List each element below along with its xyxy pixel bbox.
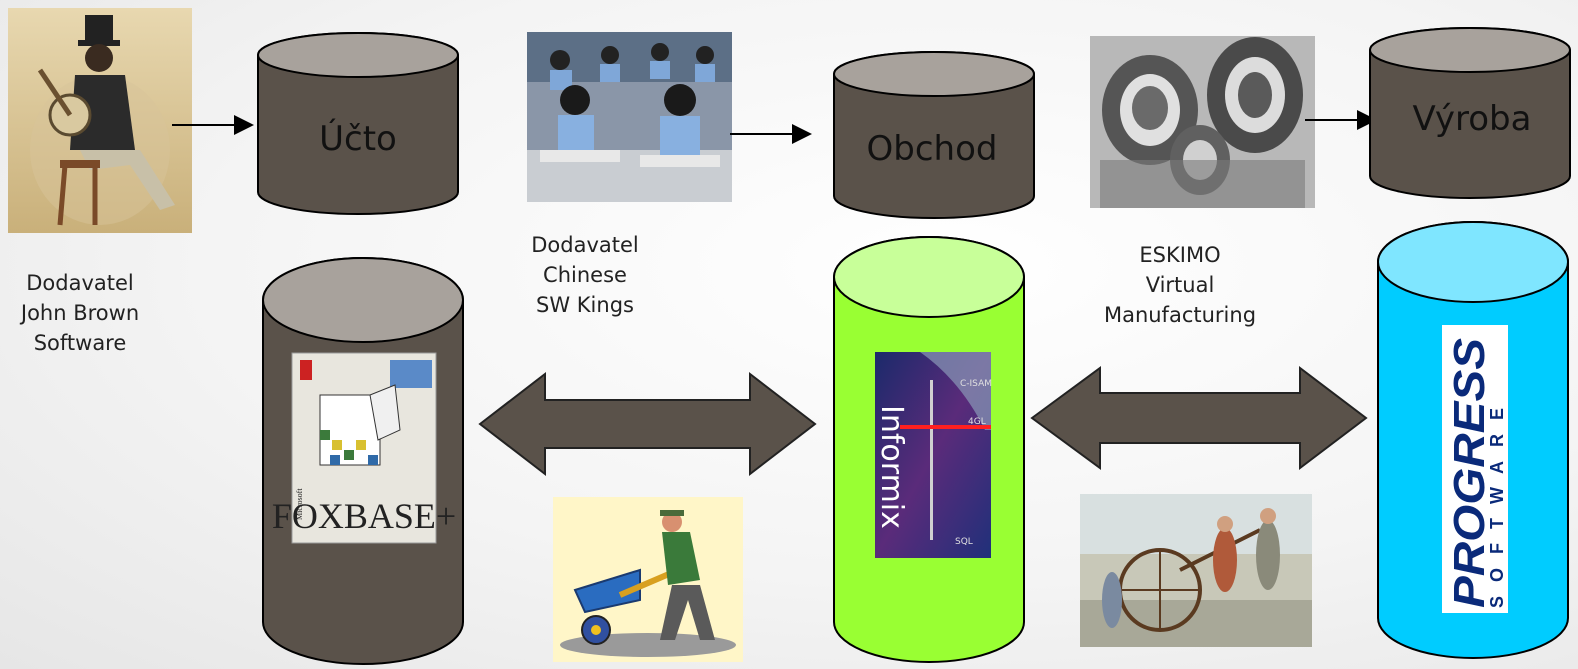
obchod-database-cylinder: Obchod [833, 51, 1035, 219]
supplier-chinese-caption: Dodavatel Chinese SW Kings [531, 233, 639, 317]
supplier-eskimo-caption: ESKIMO Virtual Manufacturing [1103, 243, 1257, 327]
double-arrow-foxbase-informix [478, 371, 817, 477]
progress-logo: PROGRESS SOFTWARE [1442, 325, 1508, 613]
informix-tag-4gl: 4GL [968, 417, 986, 427]
informix-tag-sql: SQL [955, 537, 973, 547]
foxbase-box-title: FOXBASE+ [272, 496, 456, 536]
informix-box-title: Informix [874, 405, 909, 529]
double-arrow-informix-progress [1030, 365, 1368, 471]
obchod-label: Obchod [867, 129, 998, 169]
wheelbarrow-figurine-photo [553, 497, 743, 662]
vyroba-database-cylinder: Výroba [1369, 27, 1571, 199]
pioneer-painting-photo [1080, 494, 1312, 647]
informix-tag-cisam: C-ISAM [960, 379, 992, 389]
vyroba-label: Výroba [1413, 99, 1532, 139]
foxbase-box-vendor: Microsoft [295, 488, 304, 520]
progress-logo-title: PROGRESS [1445, 338, 1494, 608]
ucto-label: Účto [319, 118, 397, 159]
chinese-workers-photo [527, 32, 732, 202]
supplier-john-brown-caption: Dodavatel John Brown Software [20, 271, 140, 355]
eskimo-family-photo [1090, 36, 1315, 208]
john-brown-photo [8, 8, 192, 233]
ucto-database-cylinder: Účto [257, 32, 459, 215]
informix-box-image: C-ISAM 4GL SQL Informix [874, 352, 992, 558]
foxbase-box-image: FOXBASE+ Microsoft [272, 352, 456, 544]
